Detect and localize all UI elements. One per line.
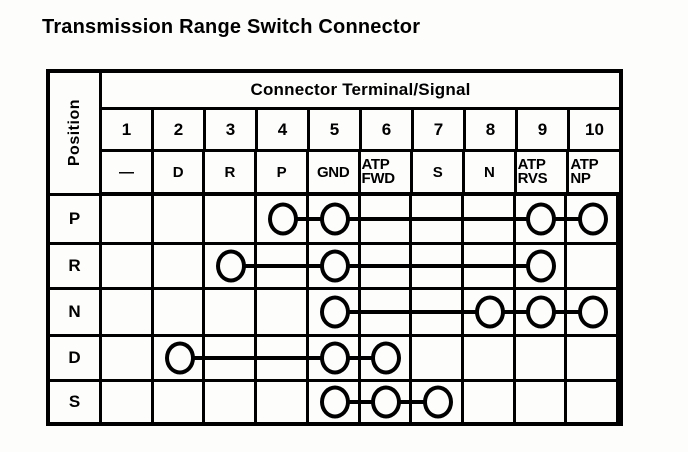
continuity-line-N (334, 310, 594, 314)
position-row-label-D: D (50, 337, 99, 382)
terminal-circle-P-10 (578, 202, 609, 236)
continuity-line-D (179, 356, 387, 360)
cell-P-1 (102, 196, 154, 242)
terminal-circle-D-2 (164, 341, 195, 375)
terminal-number-9: 9 (518, 110, 570, 149)
connector-row-N (102, 290, 620, 337)
signal-label-2: D (154, 152, 206, 192)
signal-label-4: P (257, 152, 309, 192)
cell-P-2 (154, 196, 206, 242)
terminal-circle-N-10 (578, 295, 609, 329)
position-row-label-R: R (50, 245, 99, 290)
terminal-circle-N-5 (319, 295, 350, 329)
cell-S-2 (154, 382, 206, 422)
cell-S-4 (257, 382, 309, 422)
terminal-number-3: 3 (206, 110, 258, 149)
page-title: Transmission Range Switch Connector (42, 16, 421, 38)
cell-R-10 (567, 245, 620, 287)
cell-D-1 (102, 337, 154, 379)
terminal-circle-D-6 (371, 341, 402, 375)
terminal-circle-P-5 (319, 202, 350, 236)
table-header: Connector Terminal/Signal (102, 73, 619, 110)
connector-row-R (102, 245, 620, 290)
terminal-number-2: 2 (154, 110, 206, 149)
terminal-circle-S-5 (319, 385, 350, 419)
cell-N-3 (205, 290, 258, 334)
cell-R-2 (154, 245, 206, 287)
continuity-line-R (231, 264, 542, 268)
terminal-number-10: 10 (585, 119, 604, 139)
connector-row-P (102, 196, 620, 245)
terminal-circle-S-7 (423, 385, 454, 419)
position-header-label: Position (65, 99, 83, 167)
continuity-line-P (282, 217, 594, 221)
connector-row-D (102, 337, 620, 382)
cell-P-10 (567, 196, 620, 242)
signal-label-1: — (102, 152, 154, 192)
cell-S-1 (102, 382, 154, 422)
terminal-number-1: 1 (102, 110, 154, 149)
cell-R-1 (102, 245, 154, 287)
terminal-number-4: 4 (258, 110, 310, 149)
terminal-number-5: 5 (310, 110, 362, 149)
cell-S-7 (412, 382, 464, 422)
cell-N-2 (154, 290, 206, 334)
signal-label-10: ATP NP (570, 155, 599, 187)
terminal-number-7: 7 (414, 110, 466, 149)
terminal-number-6: 6 (362, 110, 414, 149)
position-header-cell: Position (50, 73, 99, 196)
cell-D-6 (361, 337, 413, 379)
terminal-circle-R-9 (526, 249, 557, 283)
terminal-circle-P-9 (526, 202, 557, 236)
signal-label-8: N (465, 152, 517, 192)
position-row-label-N: N (50, 290, 99, 337)
signal-label-9: ATP RVS (517, 152, 570, 192)
terminal-circle-N-8 (474, 295, 505, 329)
cell-D-7 (412, 337, 464, 379)
cell-N-4 (257, 290, 309, 334)
cell-P-3 (205, 196, 258, 242)
position-row-label-S: S (68, 392, 81, 411)
cell-S-8 (464, 382, 516, 422)
cell-S-3 (205, 382, 258, 422)
cell-R-9 (516, 245, 568, 287)
cell-D-8 (464, 337, 516, 379)
connector-row-S (102, 382, 620, 422)
terminal-number-8: 8 (466, 110, 518, 149)
cell-D-10 (567, 337, 620, 379)
signal-label-5: GND (309, 152, 361, 192)
cell-S-10 (567, 382, 620, 422)
terminal-circle-S-6 (371, 385, 402, 419)
signal-label-6: ATP FWD (361, 152, 414, 192)
terminal-circle-R-3 (216, 249, 247, 283)
terminal-circle-D-5 (319, 341, 350, 375)
terminal-circle-N-9 (526, 295, 557, 329)
terminal-circle-P-4 (267, 202, 298, 236)
signal-label-3: R (205, 152, 258, 192)
cell-D-9 (516, 337, 568, 379)
cell-N-10 (567, 290, 620, 334)
cell-S-9 (516, 382, 568, 422)
cell-N-1 (102, 290, 154, 334)
signal-label-7: S (413, 152, 465, 192)
position-row-label-P: P (50, 196, 99, 245)
terminal-circle-R-5 (319, 249, 350, 283)
